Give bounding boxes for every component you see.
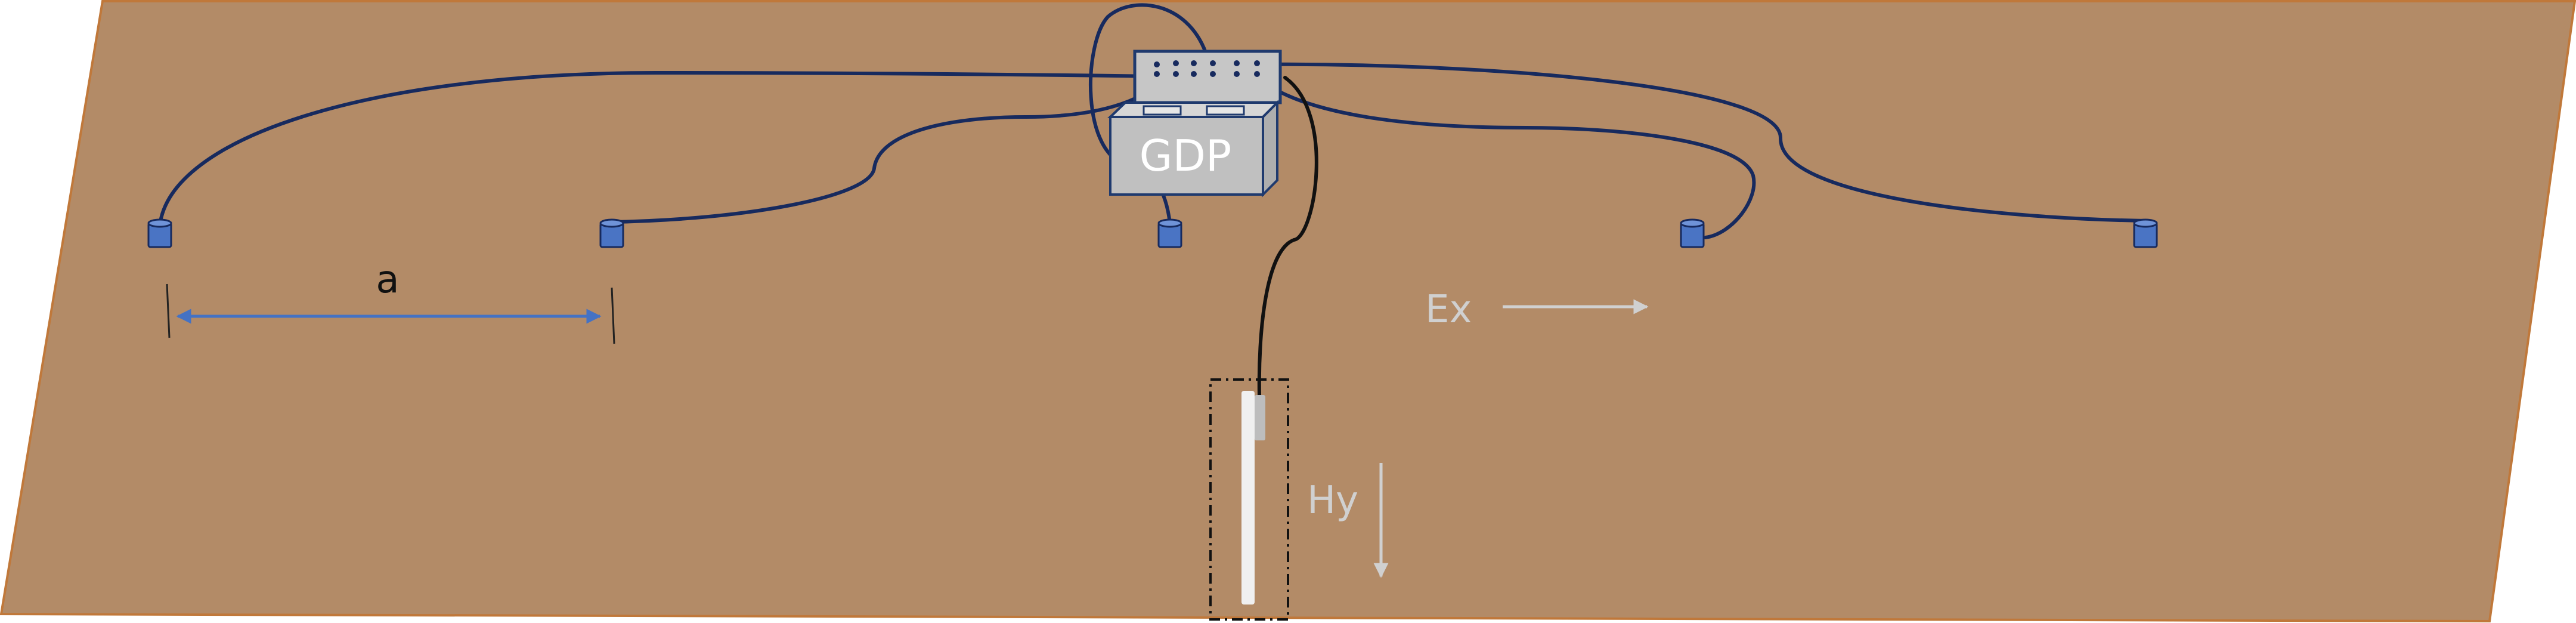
magnetometer-rod (1241, 391, 1255, 605)
magnetometer-coil-icon (1209, 378, 1289, 621)
electrode-icon (1157, 218, 1182, 248)
electrode-icon (599, 218, 624, 248)
gdp-connectors (1154, 60, 1260, 77)
spacing-tick-right (611, 287, 615, 344)
cable-electrode-1 (158, 70, 1159, 227)
cable-electrode-4 (1244, 64, 1756, 239)
gdp-box-top (1107, 101, 1280, 118)
electric-field-label: Ex (1425, 288, 1472, 332)
electrodes (147, 218, 2158, 248)
magnetic-field-indicator: Hy (1307, 463, 1389, 578)
cable-magnetometer (1257, 76, 1318, 399)
gdp-box-side (1262, 100, 1278, 198)
gdp-receiver-icon: GDP (1107, 50, 1282, 198)
magnetometer-enclosure (1209, 378, 1289, 621)
electrode-icon (147, 218, 172, 248)
spacing-tick-left (166, 283, 171, 338)
cables (158, 3, 2147, 239)
magnetic-field-label: Hy (1307, 479, 1358, 523)
electrode-icon (2133, 218, 2158, 248)
gdp-label: GDP (1140, 131, 1232, 181)
electric-field-indicator: Ex (1425, 288, 1649, 332)
electrode-icon (1680, 218, 1705, 248)
gdp-connector-panel (1133, 50, 1282, 104)
spacing-indicator: a (166, 258, 615, 344)
cable-electrode-5 (1244, 62, 2147, 223)
magnetometer-connector (1255, 395, 1265, 440)
cable-electrode-2 (610, 72, 1171, 224)
gdp-box-front (1109, 116, 1264, 196)
spacing-label: a (376, 258, 399, 302)
